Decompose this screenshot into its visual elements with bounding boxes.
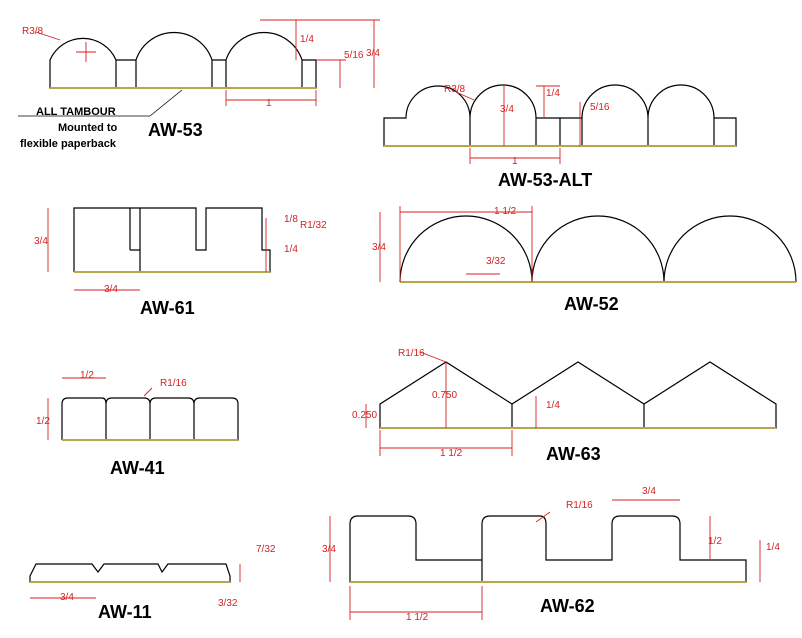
aw53-three4: 3/4 [366, 48, 380, 59]
aw61-three4-v: 3/4 [34, 236, 48, 247]
aw63-radius: R1/16 [398, 348, 425, 359]
aw41-half-h: 1/2 [80, 370, 94, 381]
aw11-group: 7/32 3/4 3/32 AW-11 [29, 544, 276, 622]
aw53-quarter: 1/4 [300, 34, 314, 45]
aw62-three4-v: 3/4 [322, 544, 336, 555]
aw61-group: 3/4 1/8 R1/32 1/4 3/4 AW-61 [34, 207, 327, 318]
note-line3: flexible paperback [20, 138, 117, 150]
aw53-five16: 5/16 [344, 50, 364, 61]
aw62-leader-r [535, 511, 551, 523]
aw63-leader-r [419, 351, 447, 363]
aw62-profile [349, 515, 747, 583]
aw11-three32: 3/32 [218, 598, 238, 609]
aw53alt-one: 1 [512, 156, 518, 167]
aw52-one-half: 1 1/2 [494, 206, 517, 217]
aw63-label: AW-63 [546, 444, 601, 464]
note-line1: ALL TAMBOUR [36, 106, 116, 118]
aw63-one-half: 1 1/2 [440, 448, 463, 459]
aw41-half-v: 1/2 [36, 416, 50, 427]
aw53alt-five16: 5/16 [590, 102, 610, 113]
aw63-profile [379, 361, 777, 429]
aw61-three4-h: 3/4 [104, 284, 118, 295]
aw53alt-leader-r [455, 91, 475, 101]
aw53alt-quarter: 1/4 [546, 88, 560, 99]
aw11-seven32: 7/32 [256, 544, 276, 555]
aw53-group: R3/8 1/4 5/16 3/4 1 ALL TAMBOUR Mounted … [18, 19, 380, 150]
aw53-leader-r [35, 31, 61, 41]
aw63-d0750: 0.750 [432, 390, 457, 401]
aw53-label: AW-53 [148, 120, 203, 140]
aw62-quarter: 1/4 [766, 542, 780, 553]
aw62-radius: R1/16 [566, 500, 593, 511]
aw53alt-radius: R3/8 [444, 84, 466, 95]
aw11-profile [29, 563, 231, 583]
aw61-label: AW-61 [140, 298, 195, 318]
aw61-profile [73, 207, 271, 273]
aw53-profile [49, 31, 317, 89]
aw63-d0250: 0.250 [352, 410, 377, 421]
aw62-three4-h: 3/4 [642, 486, 656, 497]
aw52-three4: 3/4 [372, 242, 386, 253]
aw53alt-group: R3/8 3/4 1/4 5/16 1 AW-53-ALT [383, 84, 737, 190]
aw62-one-half: 1 1/2 [406, 612, 429, 623]
note-line2: Mounted to [58, 122, 118, 134]
aw52-label: AW-52 [564, 294, 619, 314]
aw41-leader-r [143, 387, 153, 397]
aw41-group: 1/2 R1/16 1/2 AW-41 [36, 370, 239, 478]
aw11-three4: 3/4 [60, 592, 74, 603]
aw61-quarter: 1/4 [284, 244, 298, 255]
aw53alt-label: AW-53-ALT [498, 170, 592, 190]
aw52-profile [399, 215, 797, 283]
aw53-radius: R3/8 [22, 26, 44, 37]
aw61-one8: 1/8 [284, 214, 298, 225]
aw63-group: R1/16 0.750 0.250 1/4 1 1/2 AW-63 [352, 348, 777, 464]
aw53-note-leader [149, 89, 183, 117]
aw41-label: AW-41 [110, 458, 165, 478]
aw52-group: 1 1/2 3/4 3/32 AW-52 [372, 206, 797, 314]
aw62-half: 1/2 [708, 536, 722, 547]
aw52-three32: 3/32 [486, 256, 506, 267]
aw53alt-three4: 3/4 [500, 104, 514, 115]
aw62-group: 3/4 R1/16 3/4 1/2 1/4 1 1/2 AW-62 [322, 486, 780, 623]
aw53-one: 1 [266, 98, 272, 109]
aw61-radius: R1/32 [300, 220, 327, 231]
aw41-radius: R1/16 [160, 378, 187, 389]
aw62-label: AW-62 [540, 596, 595, 616]
aw11-label: AW-11 [98, 602, 152, 622]
aw53alt-profile [383, 84, 737, 147]
aw41-profile [61, 397, 239, 441]
aw63-quarter: 1/4 [546, 400, 560, 411]
